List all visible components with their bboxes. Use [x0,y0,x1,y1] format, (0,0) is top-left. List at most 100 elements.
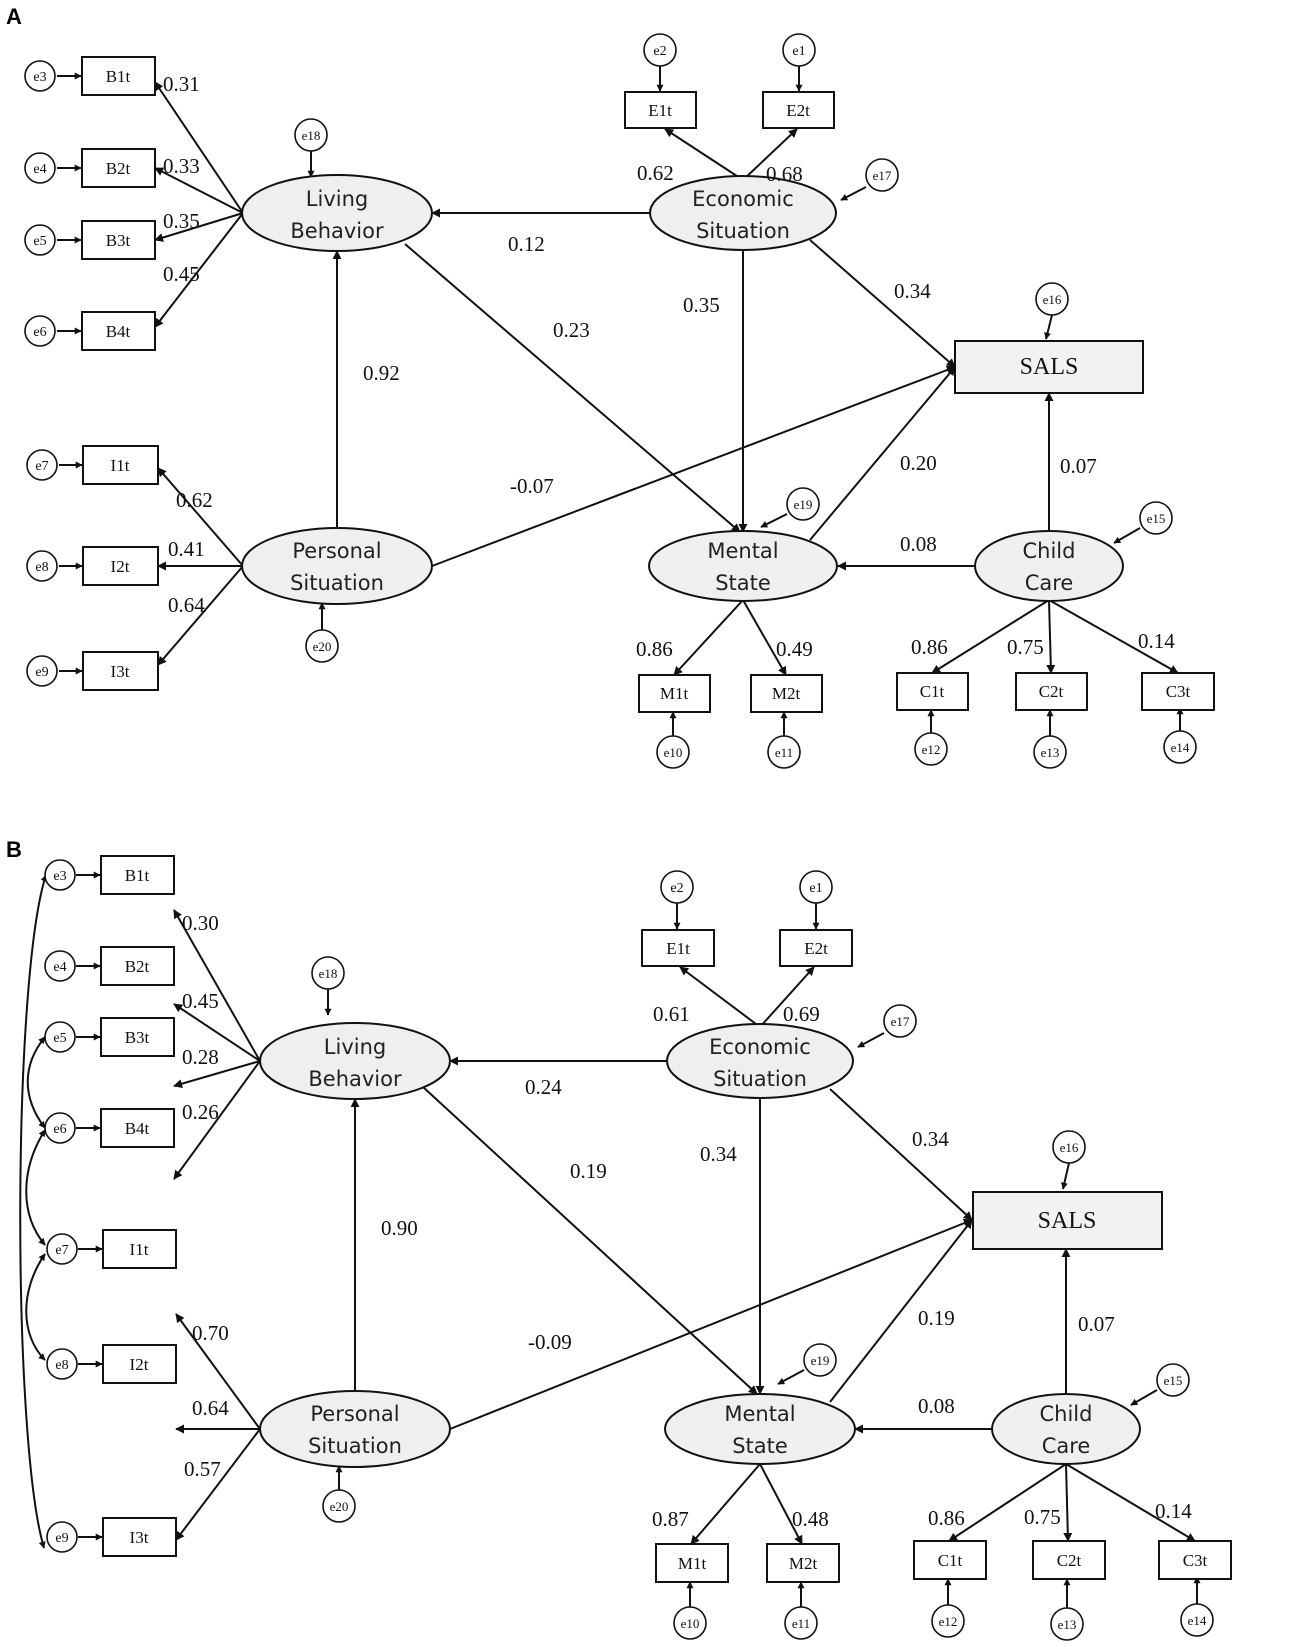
svg-text:e15: e15 [1147,511,1166,526]
svg-text:e16: e16 [1060,1140,1079,1155]
edge-mental-m1t [673,599,744,676]
error-e17: e17 [883,1004,917,1038]
svg-text:e15: e15 [1164,1373,1183,1388]
edge-living-b2t [154,167,244,214]
error-link [1130,1389,1158,1406]
node-sals: SALS [972,1191,1163,1250]
edge-living-mental [404,243,741,533]
node-b1t: B1t [81,56,156,96]
error-e9: e9 [46,1521,78,1553]
coef-b-c3t: 0.14 [1155,1499,1192,1523]
svg-text:e4: e4 [33,162,46,177]
svg-text:I2t: I2t [111,557,130,576]
node-mental-state: Mental State [664,1393,856,1465]
panel-b-observed: B1t B2t B3t B4t I1t I2t I3t E1t E2t M1t … [100,855,1232,1583]
svg-text:Living: Living [324,1035,386,1059]
error-e5: e5 [24,224,56,256]
panel-b-error-links [76,871,1201,1608]
node-c1t: C1t [896,672,969,711]
svg-text:M2t: M2t [789,1554,818,1573]
error-e8: e8 [46,1348,78,1380]
svg-text:E1t: E1t [648,101,672,120]
node-m2t: M2t [750,674,823,713]
error-e15: e15 [1139,501,1173,535]
svg-text:C1t: C1t [920,682,945,701]
error-e5: e5 [44,1021,76,1053]
error-link [857,1032,885,1048]
panel-b-correlations [19,874,48,1549]
node-child-care: Child Care [991,1393,1141,1465]
panel-a-error-links [57,66,1184,736]
panel-b-label: B [6,837,22,862]
error-e2: e2 [643,33,677,67]
coef-a-m2t: 0.49 [776,637,813,661]
svg-text:e16: e16 [1043,292,1062,307]
error-e10: e10 [673,1606,707,1640]
coef-a-b2t: 0.33 [163,154,200,178]
node-sals: SALS [954,340,1144,394]
edge-mental-m1t [690,1463,761,1545]
node-living-behavior: Living Behavior [259,1022,451,1100]
coef-b-b2t: 0.45 [182,989,219,1013]
node-i3t: I3t [82,651,159,691]
coef-b-mental-sals: 0.19 [918,1306,955,1330]
svg-text:Behavior: Behavior [290,219,384,243]
error-e11: e11 [767,735,801,769]
svg-text:e4: e4 [53,960,66,975]
svg-text:e6: e6 [53,1122,66,1137]
error-e12: e12 [931,1604,965,1638]
svg-text:e18: e18 [319,966,338,981]
svg-text:B3t: B3t [106,231,131,250]
coef-b-c2t: 0.75 [1024,1505,1061,1529]
panel-a-label: A [6,4,22,29]
panel-b: B [6,837,1232,1641]
coef-a-living-mental: 0.23 [553,318,590,342]
svg-text:C2t: C2t [1039,682,1064,701]
svg-text:e8: e8 [35,560,48,575]
edge-personal-i1t [157,467,244,567]
svg-text:e7: e7 [35,459,48,474]
error-e10: e10 [656,735,690,769]
edge-living-b4t [154,212,244,328]
node-e2t: E2t [779,929,853,967]
svg-text:e11: e11 [792,1616,810,1631]
svg-text:e1: e1 [792,44,805,59]
error-e6: e6 [24,315,56,347]
node-c3t: C3t [1141,672,1215,711]
edge-living-mental [422,1086,758,1395]
edge-living-b1t [154,81,244,214]
svg-text:E2t: E2t [786,101,810,120]
edge-child-c2t [1046,599,1056,674]
error-link [760,513,788,528]
coef-b-econ-mental: 0.34 [700,1142,737,1166]
svg-text:C1t: C1t [938,1551,963,1570]
svg-text:e13: e13 [1041,745,1060,760]
coef-a-child-mental: 0.08 [900,532,937,556]
svg-text:B3t: B3t [125,1028,150,1047]
coef-b-i3t: 0.57 [184,1457,221,1481]
svg-text:e19: e19 [794,497,813,512]
svg-text:Situation: Situation [290,571,384,595]
node-c3t: C3t [1158,1540,1232,1580]
svg-text:e10: e10 [664,745,683,760]
coef-a-c1t: 0.86 [911,635,948,659]
svg-text:e13: e13 [1058,1617,1077,1632]
node-economic-situation: Economic Situation [666,1023,854,1099]
correlation-e7-e8 [25,1253,46,1361]
node-b4t: B4t [100,1108,175,1148]
panel-a: A [6,4,1215,769]
error-e3: e3 [24,60,56,92]
coef-b-child-sals: 0.07 [1078,1312,1115,1336]
svg-text:B1t: B1t [125,866,150,885]
coef-a-econ-sals: 0.34 [894,279,931,303]
node-personal-situation: Personal Situation [241,527,433,605]
edge-living-b1t [173,909,261,1062]
node-child-care: Child Care [974,530,1124,602]
coef-a-b3t: 0.35 [163,209,200,233]
coef-a-e1t: 0.62 [637,161,674,185]
error-link [1113,527,1141,544]
svg-text:I3t: I3t [130,1528,149,1547]
coef-b-i2t: 0.64 [192,1396,229,1420]
svg-text:e10: e10 [681,1616,700,1631]
svg-text:e6: e6 [33,325,46,340]
